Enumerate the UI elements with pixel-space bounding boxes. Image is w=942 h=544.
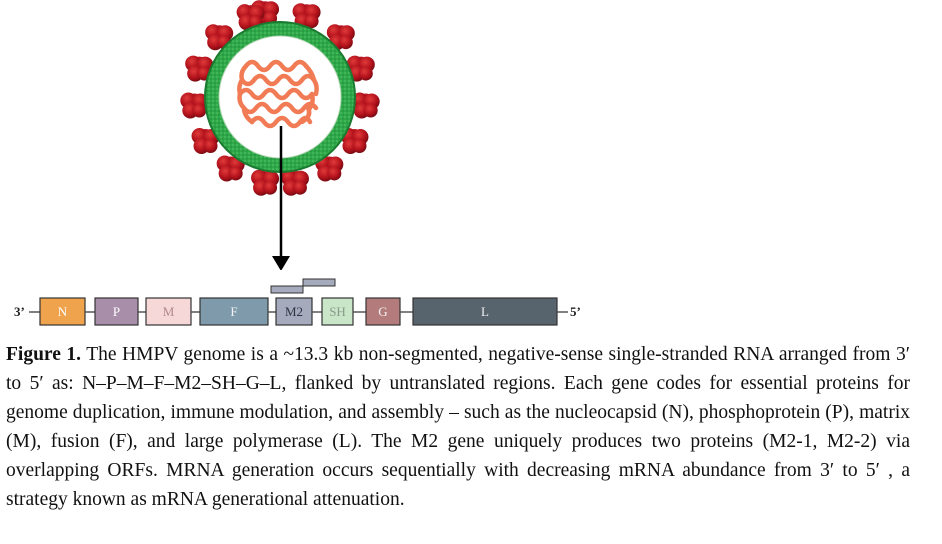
gene-box-g bbox=[365, 297, 401, 326]
gene-label-m: M bbox=[163, 304, 175, 319]
gene-box-m bbox=[145, 297, 192, 326]
figure-caption: Figure 1. The HMPV genome is a ~13.3 kb … bbox=[6, 340, 910, 514]
spike-protein bbox=[251, 169, 280, 196]
spike-protein bbox=[280, 169, 309, 196]
gene-boxes: N P M F M2 SH G L bbox=[39, 297, 558, 326]
gene-label-n: N bbox=[58, 304, 68, 319]
spike-protein bbox=[205, 24, 234, 51]
arrow-head-icon bbox=[272, 256, 290, 270]
gene-box-sh bbox=[321, 297, 354, 326]
spike-protein bbox=[346, 55, 375, 82]
spike-protein bbox=[351, 92, 380, 119]
gene-box-m2 bbox=[275, 297, 313, 326]
overlapping-orf-bars bbox=[270, 278, 336, 294]
caption-text: The HMPV genome is a ~13.3 kb non-segmen… bbox=[6, 344, 910, 510]
gene-label-m2: M2 bbox=[285, 304, 303, 319]
gene-box-l bbox=[412, 297, 558, 326]
spike-protein bbox=[180, 92, 209, 119]
rna-genome-coil bbox=[237, 59, 319, 129]
gene-label-l: L bbox=[481, 304, 489, 319]
spike-protein bbox=[340, 128, 369, 154]
gene-label-g: G bbox=[378, 304, 387, 319]
virus-illustration bbox=[180, 0, 380, 270]
genome-end-3prime: 3’ bbox=[14, 304, 25, 319]
gene-label-p: P bbox=[113, 304, 120, 319]
figure-label: Figure 1. bbox=[6, 344, 82, 365]
gene-box-n bbox=[39, 297, 86, 326]
genome-end-5prime: 5’ bbox=[570, 304, 581, 319]
gene-label-f: F bbox=[230, 304, 237, 319]
spike-protein bbox=[236, 4, 265, 31]
gene-box-f bbox=[199, 297, 269, 326]
spike-protein bbox=[292, 3, 321, 30]
genome-map: 3’ N P M F M2 SH G L 5’ bbox=[14, 278, 581, 326]
gene-label-sh: SH bbox=[329, 304, 346, 319]
